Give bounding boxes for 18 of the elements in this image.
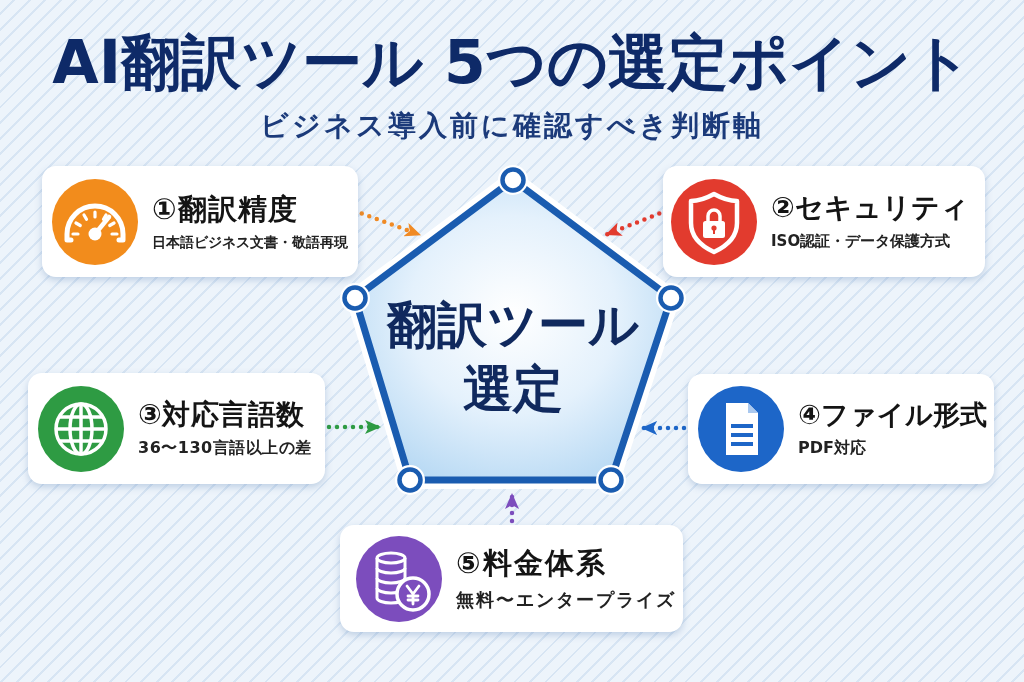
card (28, 373, 325, 484)
subtitle: ビジネス導入前に確認すべき判断軸 (260, 108, 764, 144)
center-label: 翻訳ツール選定 (385, 295, 640, 420)
card-heading: ③対応言語数 (138, 397, 305, 432)
card-heading: ①翻訳精度 (152, 191, 298, 227)
card-heading: ④ファイル形式 (798, 398, 987, 432)
card (688, 374, 994, 484)
card (340, 525, 683, 632)
card-heading: ②セキュリティ (771, 191, 969, 226)
card-text: PDF対応 (798, 438, 866, 460)
card-text: ISO認証・データ保護方式 (771, 232, 951, 252)
card-heading: ⑤料金体系 (456, 545, 607, 581)
card-text: 無料〜エンタープライズ (456, 587, 676, 612)
card (663, 166, 985, 277)
title: AI翻訳ツール 5つの選定ポイント (52, 26, 972, 98)
card (42, 166, 358, 277)
card-text: 36〜130言語以上の差 (138, 438, 312, 460)
card-text: 日本語ビジネス文書・敬語再現 (152, 233, 348, 252)
